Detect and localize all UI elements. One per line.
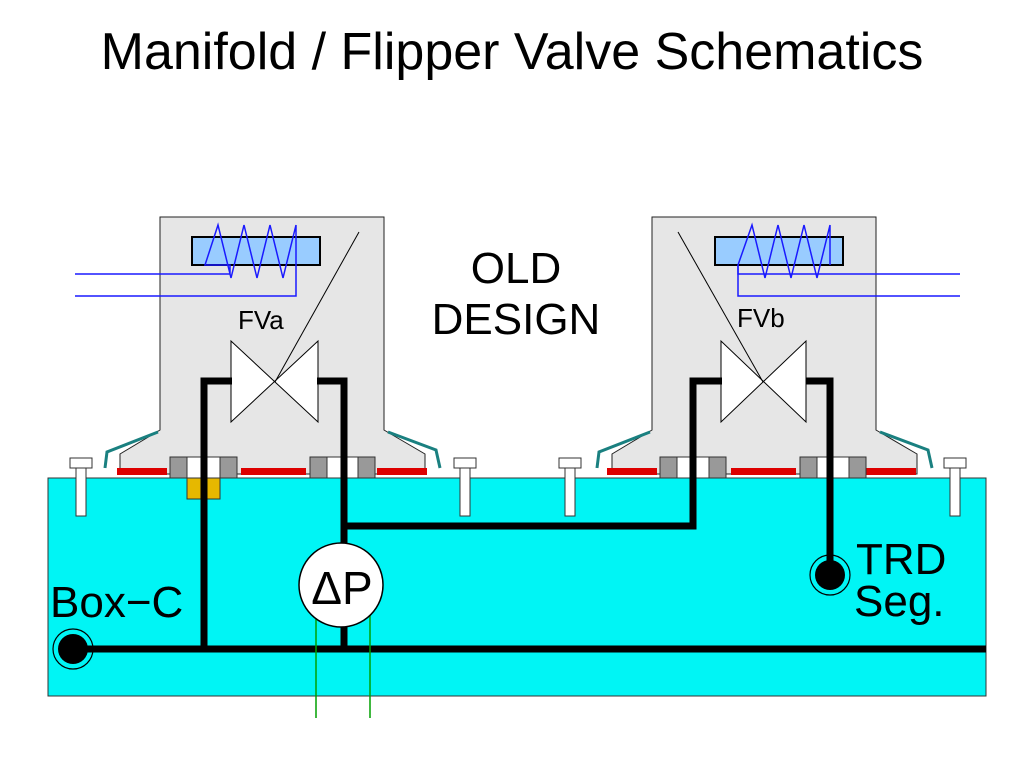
seals	[117, 468, 916, 475]
flange-a-right	[387, 430, 442, 469]
svg-text:ΔP: ΔP	[311, 562, 372, 614]
page-title: Manifold / Flipper Valve Schematics	[100, 23, 924, 81]
pipes	[75, 377, 986, 653]
trd-label-line2: Seg.	[854, 577, 945, 626]
box-c-connector[interactable]	[52, 628, 94, 670]
flange-b-right	[879, 430, 934, 469]
trd-connector[interactable]	[809, 554, 851, 596]
trd-label-line1: TRD	[856, 535, 946, 584]
valve-body-b	[595, 216, 934, 475]
valve-symbol-b	[677, 231, 807, 424]
flange-b-left	[595, 430, 651, 469]
valve-body-a	[103, 216, 442, 475]
valve-b-label: FVb	[737, 303, 785, 333]
old-design-label-line2: DESIGN	[432, 295, 601, 344]
solenoid-a	[75, 222, 321, 297]
delta-p-sensor[interactable]: ΔP	[298, 542, 384, 718]
valve-a-label: FVa	[238, 305, 284, 335]
solenoid-b	[714, 222, 960, 297]
old-design-label-line1: OLD	[471, 244, 561, 293]
bolts	[69, 457, 967, 517]
valve-symbol-a	[230, 231, 360, 424]
delta-symbol: Δ	[311, 562, 342, 614]
delta-p-letter: P	[342, 562, 373, 614]
box-c-label: Box−C	[50, 578, 183, 627]
flange-a-left	[103, 430, 159, 469]
